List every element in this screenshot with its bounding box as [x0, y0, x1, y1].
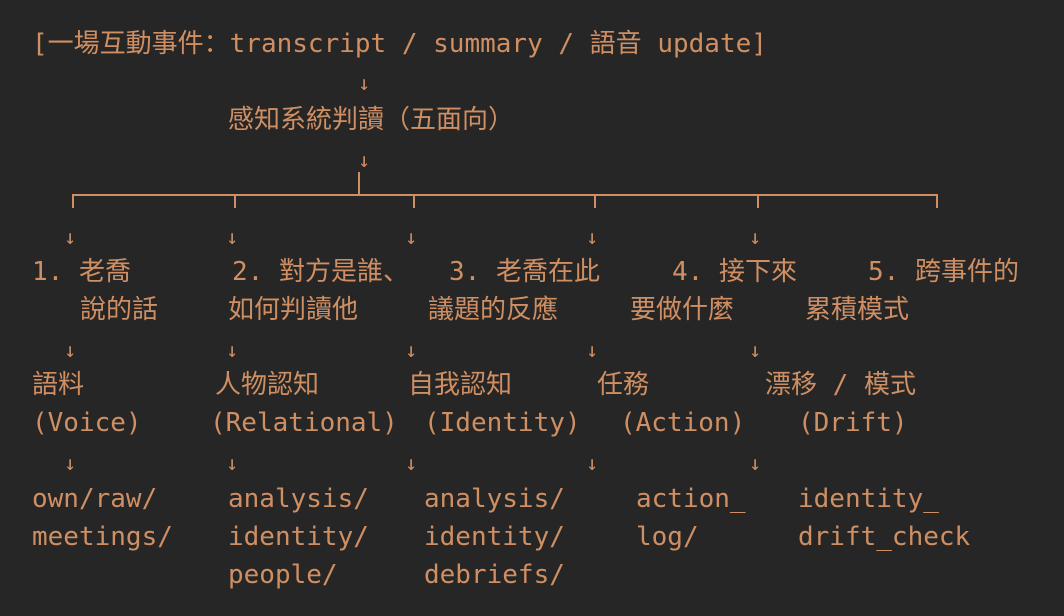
- branch-tick: [234, 194, 236, 208]
- layer-name: 人物認知: [215, 370, 320, 400]
- arrow-down-icon: ↓: [586, 338, 599, 362]
- arrow-down-icon: ↓: [405, 225, 418, 249]
- arrow-down-icon: ↓: [226, 225, 239, 249]
- arrow-down-icon: ↓: [226, 451, 239, 475]
- layer-name: 自我認知: [408, 370, 513, 400]
- branch-tick: [594, 194, 596, 208]
- layer-name: 漂移 / 模式: [765, 370, 916, 400]
- facet-title: 2. 對方是誰、: [232, 257, 409, 287]
- arrow-down-icon: ↓: [226, 338, 239, 362]
- storage-path: analysis/: [228, 484, 369, 514]
- branch-tick: [757, 194, 759, 208]
- arrow-down-icon: ↓: [405, 451, 418, 475]
- arrow-down-icon: ↓: [64, 451, 77, 475]
- storage-path: analysis/: [424, 484, 565, 514]
- storage-path: action_: [636, 484, 746, 514]
- branch-tick: [936, 194, 938, 208]
- facet-subtitle: 如何判讀他: [228, 295, 359, 325]
- storage-path: drift_check: [798, 522, 971, 552]
- facet-subtitle: 說的話: [80, 295, 159, 325]
- storage-path: identity/: [424, 522, 565, 552]
- arrow-down-icon: ↓: [358, 148, 371, 172]
- facet-subtitle: 要做什麼: [630, 295, 735, 325]
- facet-title: 3. 老喬在此: [449, 257, 600, 287]
- layer-name: 任務: [597, 370, 650, 400]
- arrow-down-icon: ↓: [405, 338, 418, 362]
- connector-stem: [358, 172, 360, 194]
- branch-tick: [413, 194, 415, 208]
- facet-title: 5. 跨事件的: [868, 257, 1019, 287]
- layer-code: (Identity): [424, 408, 581, 438]
- arrow-down-icon: ↓: [358, 71, 371, 95]
- facet-title: 4. 接下來: [672, 257, 797, 287]
- arrow-down-icon: ↓: [749, 451, 762, 475]
- layer-name: 語料: [32, 370, 85, 400]
- layer-code: (Action): [620, 408, 746, 438]
- arrow-down-icon: ↓: [64, 225, 77, 249]
- arrow-down-icon: ↓: [586, 451, 599, 475]
- facet-title: 1. 老喬: [32, 257, 131, 287]
- layer-code: (Drift): [798, 408, 908, 438]
- branch-tick: [72, 194, 74, 208]
- perception-system-label: 感知系統判讀（五面向）: [228, 105, 515, 135]
- storage-path: identity/: [228, 522, 369, 552]
- storage-path: debriefs/: [424, 560, 565, 590]
- event-input-label: [一場互動事件：transcript / summary / 語音 update…: [32, 29, 767, 59]
- facet-subtitle: 累積模式: [805, 295, 910, 325]
- arrow-down-icon: ↓: [64, 338, 77, 362]
- storage-path: people/: [228, 560, 338, 590]
- arrow-down-icon: ↓: [586, 225, 599, 249]
- storage-path: log/: [636, 522, 699, 552]
- arrow-down-icon: ↓: [749, 338, 762, 362]
- storage-path: meetings/: [32, 522, 173, 552]
- layer-code: (Relational): [210, 408, 398, 438]
- branch-bar: [72, 194, 938, 196]
- facet-subtitle: 議題的反應: [428, 295, 559, 325]
- storage-path: own/raw/: [32, 484, 158, 514]
- layer-code: (Voice): [32, 408, 142, 438]
- arrow-down-icon: ↓: [749, 225, 762, 249]
- storage-path: identity_: [798, 484, 939, 514]
